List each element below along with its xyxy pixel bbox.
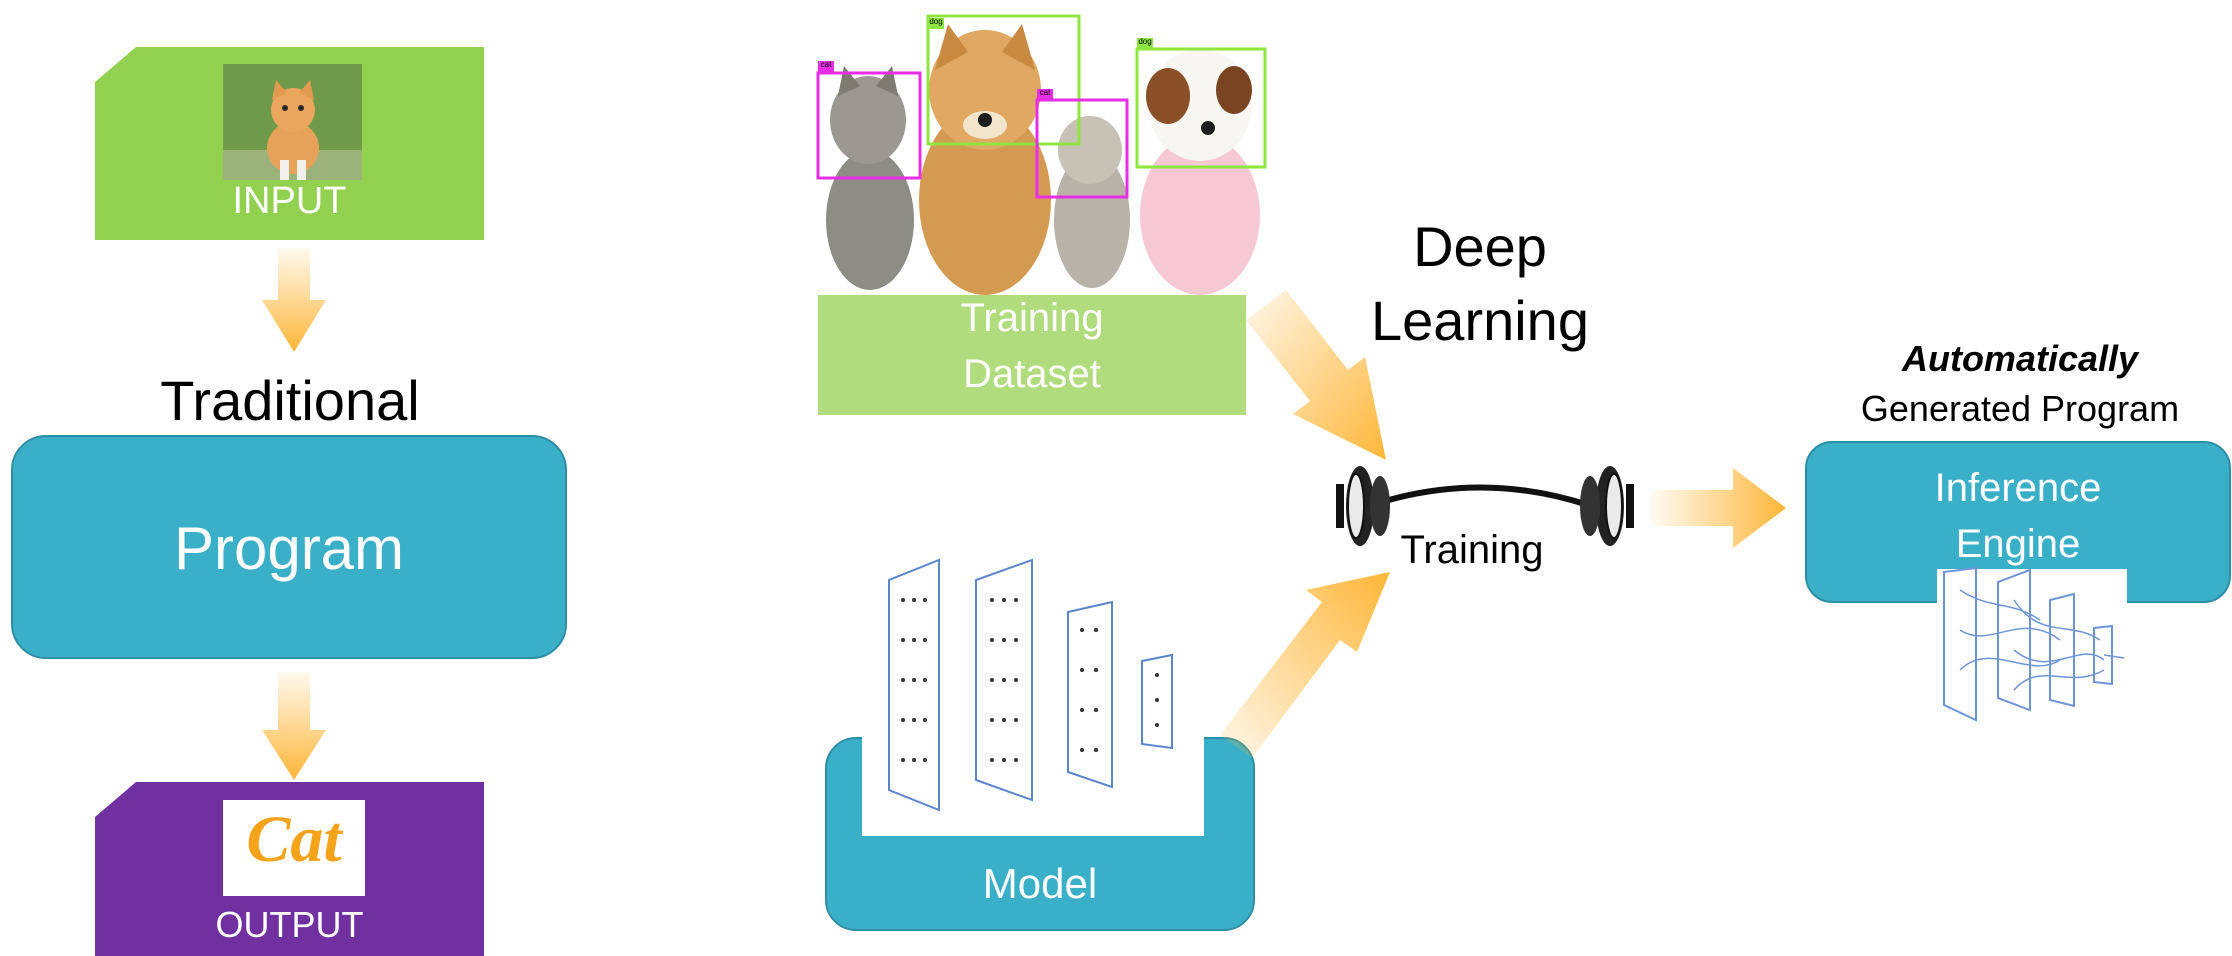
generated-program-label: Generated Program [1860,388,2180,429]
arrow-program-to-output [262,672,326,780]
pets-photo [816,10,1278,300]
bbox-dog-2 [1135,47,1267,169]
arrow-dataset-to-training [1246,290,1386,460]
program-box [11,435,567,659]
inference-label-line2: Engine [1955,522,2081,566]
inference-layers [1943,566,2113,722]
bbox-dog-1 [926,14,1081,146]
automatically-label: Automatically [1901,338,2139,379]
deep-learning-heading-line1: Deep [1413,215,1547,278]
model-label: Model [982,860,1098,907]
bbox-cat-2 [1035,98,1129,199]
program-label: Program [173,515,405,582]
cat-word-box [223,800,365,896]
arrow-input-to-program [262,248,326,352]
deep-learning-heading-line2: Learning [1371,289,1589,352]
cat-word: Cat [246,803,342,876]
arrow-training-to-inference [1650,468,1786,548]
dataset-label-line1: Training [960,296,1104,340]
inference-connections [1959,589,2125,691]
output-label: OUTPUT [215,904,364,945]
kitten-photo [223,64,362,180]
training-dataset-box [818,295,1246,415]
input-label: INPUT [232,180,347,222]
inference-label-line1: Inference [1934,466,2102,510]
model-layers [888,558,1173,812]
dataset-label-line2: Dataset [963,352,1101,396]
bbox-tag-2: dog [929,17,943,26]
bbox-tag-4: dog [1138,37,1152,46]
bbox-cat-1 [816,71,922,180]
bbox-tag-1: cat [820,60,832,69]
barbell-icon [1336,466,1634,546]
arrow-model-to-training [1220,572,1390,758]
training-label: Training [1400,528,1544,572]
model-neuron-dots [901,598,1159,762]
traditional-heading: Traditional [160,369,420,432]
bbox-tag-3: cat [1039,88,1051,97]
